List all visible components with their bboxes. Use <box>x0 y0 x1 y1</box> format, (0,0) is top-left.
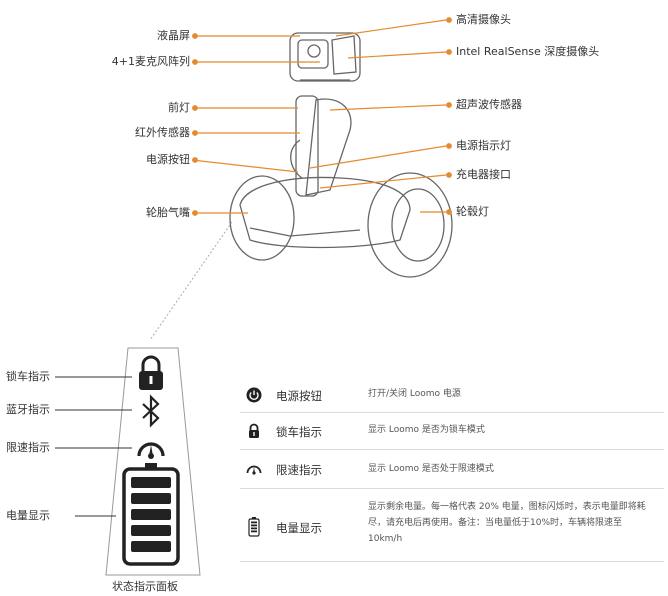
row-name: 限速指示 <box>276 463 322 477</box>
right-wheel <box>367 172 453 278</box>
table-row: 锁车指示 显示 Loomo 是否为锁车模式 <box>240 413 664 450</box>
row-name: 锁车指示 <box>276 425 322 439</box>
callout-charger-port: 充电器接口 <box>456 168 511 181</box>
panel-battery-icon <box>122 463 180 566</box>
callout-lcd-screen: 液晶屏 <box>157 29 190 42</box>
callout-hub-light: 轮毂灯 <box>456 205 489 218</box>
camera-lens <box>307 44 321 58</box>
hub-light <box>391 188 445 262</box>
legend-table: 电源按钮 打开/关闭 Loomo 电源 锁车指示 显示 Loomo 是否为锁车模… <box>240 378 664 562</box>
row-name: 电源按钮 <box>276 389 322 403</box>
table-row: 限速指示 显示 Loomo 是否处于限速模式 <box>240 450 664 489</box>
callout-tire-valve: 轮胎气嘴 <box>146 206 190 219</box>
panel-bluetooth-icon <box>142 394 160 428</box>
callout-hd-camera: 高清摄像头 <box>456 13 511 26</box>
table-row: 电源按钮 打开/关闭 Loomo 电源 <box>240 378 664 413</box>
panel-outline <box>105 347 201 576</box>
speedometer-icon <box>246 465 262 475</box>
row-name: 电量显示 <box>276 521 322 535</box>
callout-headlight: 前灯 <box>168 101 190 114</box>
row-desc: 显示 Loomo 是否为锁车模式 <box>368 425 485 435</box>
callout-ultrasonic-sensor: 超声波传感器 <box>456 98 522 111</box>
power-icon <box>246 387 262 403</box>
panel-speedometer-icon <box>137 442 165 459</box>
callout-ir-sensor: 红外传感器 <box>135 126 190 139</box>
panel-label-lock: 锁车指示 <box>6 370 50 383</box>
lcd-screen <box>297 39 329 69</box>
callout-mic-array: 4+1麦克风阵列 <box>111 55 190 68</box>
callout-realsense-camera: Intel RealSense 深度摄像头 <box>456 45 600 58</box>
row-desc: 显示 Loomo 是否处于限速模式 <box>368 464 494 474</box>
left-wheel <box>229 175 295 261</box>
callout-power-button: 电源按钮 <box>146 153 190 166</box>
row-desc: 显示剩余电量。每一格代表 20% 电量，图标闪烁时，表示电量即将耗尽，请充电后再… <box>368 502 646 544</box>
lock-icon <box>249 423 259 438</box>
robot-torso <box>305 98 352 196</box>
panel-lock-icon <box>139 355 163 390</box>
panel-label-speed-limit: 限速指示 <box>6 441 50 454</box>
head-side <box>331 35 357 75</box>
row-desc: 打开/关闭 Loomo 电源 <box>368 389 461 399</box>
panel-label-bluetooth: 蓝牙指示 <box>6 403 50 416</box>
battery-icon <box>248 517 260 537</box>
robot-neck <box>295 95 319 197</box>
panel-caption: 状态指示面板 <box>112 580 178 593</box>
table-row: 电量显示 显示剩余电量。每一格代表 20% 电量，图标闪烁时，表示电量即将耗尽，… <box>240 489 664 562</box>
callout-power-indicator: 电源指示灯 <box>456 139 511 152</box>
panel-label-battery: 电量显示 <box>6 509 50 522</box>
